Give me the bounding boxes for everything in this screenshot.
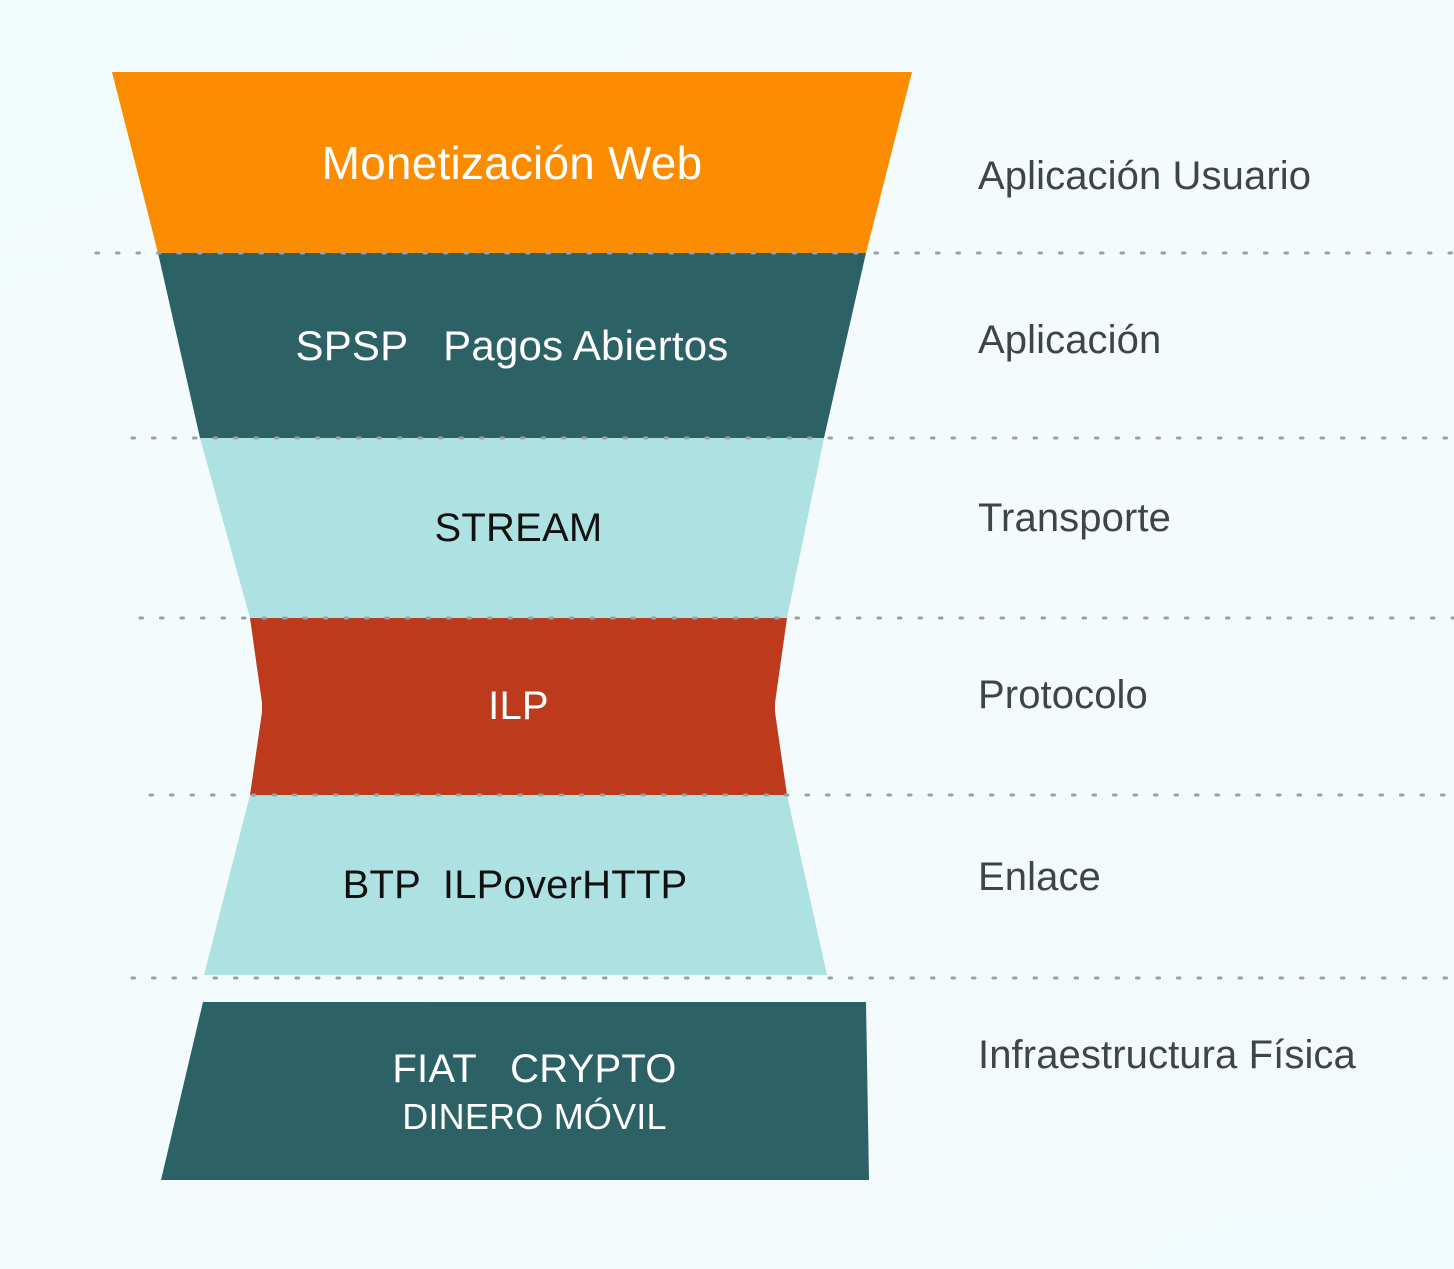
funnel-band-physical-infrastructure	[161, 1002, 869, 1180]
tier-caption-infraestructura-fisica: Infraestructura Física	[978, 1033, 1356, 1077]
funnel-band-application	[158, 253, 866, 438]
tier-caption-transporte: Transporte	[978, 496, 1171, 540]
tier-caption-enlace: Enlace	[978, 855, 1101, 899]
funnel-band-protocol	[250, 618, 787, 795]
tier-caption-aplicacion-usuario: Aplicación Usuario	[978, 154, 1312, 198]
funnel-band-transport	[200, 438, 824, 618]
tier-caption-protocolo: Protocolo	[978, 673, 1148, 717]
tier-caption-aplicacion: Aplicación	[978, 318, 1162, 362]
funnel-band-link	[204, 795, 827, 975]
funnel-band-web-monetization	[112, 72, 912, 253]
tier-separators	[94, 251, 1454, 980]
